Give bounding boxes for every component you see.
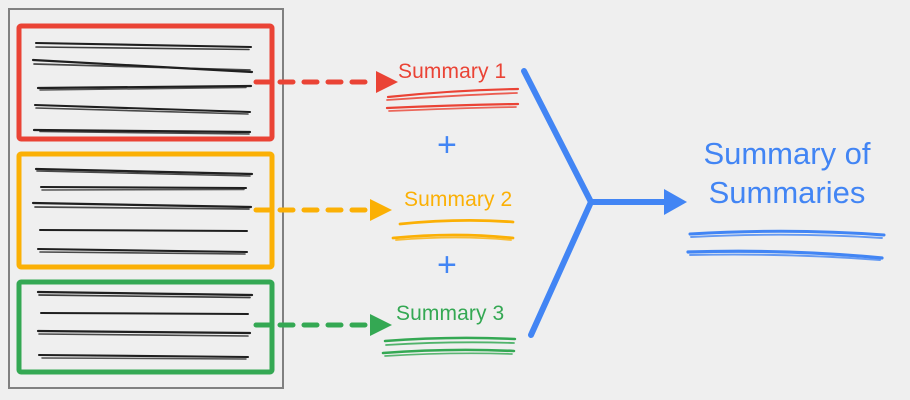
section-border-red (16, 23, 275, 142)
summary-3-label: Summary 3 (396, 302, 505, 325)
summary-2-label: Summary 2 (404, 188, 513, 211)
final-output-label-line-1: Summary of (703, 136, 871, 171)
summary-1-squiggle (385, 87, 520, 112)
summary-1-label: Summary 1 (398, 60, 507, 83)
source-section-green[interactable] (16, 279, 275, 375)
section-border-green (16, 279, 275, 375)
merge-connector (521, 68, 687, 338)
section-border-amber (16, 151, 275, 270)
section-text-lines-green (36, 290, 254, 360)
source-section-amber[interactable] (16, 151, 275, 270)
source-section-red[interactable] (16, 23, 275, 142)
section-text-lines-red (31, 41, 254, 135)
arrow-section-to-summary-1 (253, 71, 398, 93)
arrow-section-to-summary-3 (253, 314, 392, 336)
source-document-container (8, 8, 284, 389)
summary-2-squiggle (391, 219, 515, 241)
final-output-label: Summary of Summaries (657, 135, 910, 213)
section-text-lines-amber (31, 167, 254, 255)
final-output-squiggle (686, 229, 886, 261)
arrow-section-to-summary-2 (253, 199, 392, 221)
final-output-label-line-2: Summaries (708, 174, 866, 210)
plus-operator-2: + (437, 246, 457, 284)
summary-3-squiggle (381, 336, 517, 357)
plus-operator-1: + (437, 126, 457, 164)
